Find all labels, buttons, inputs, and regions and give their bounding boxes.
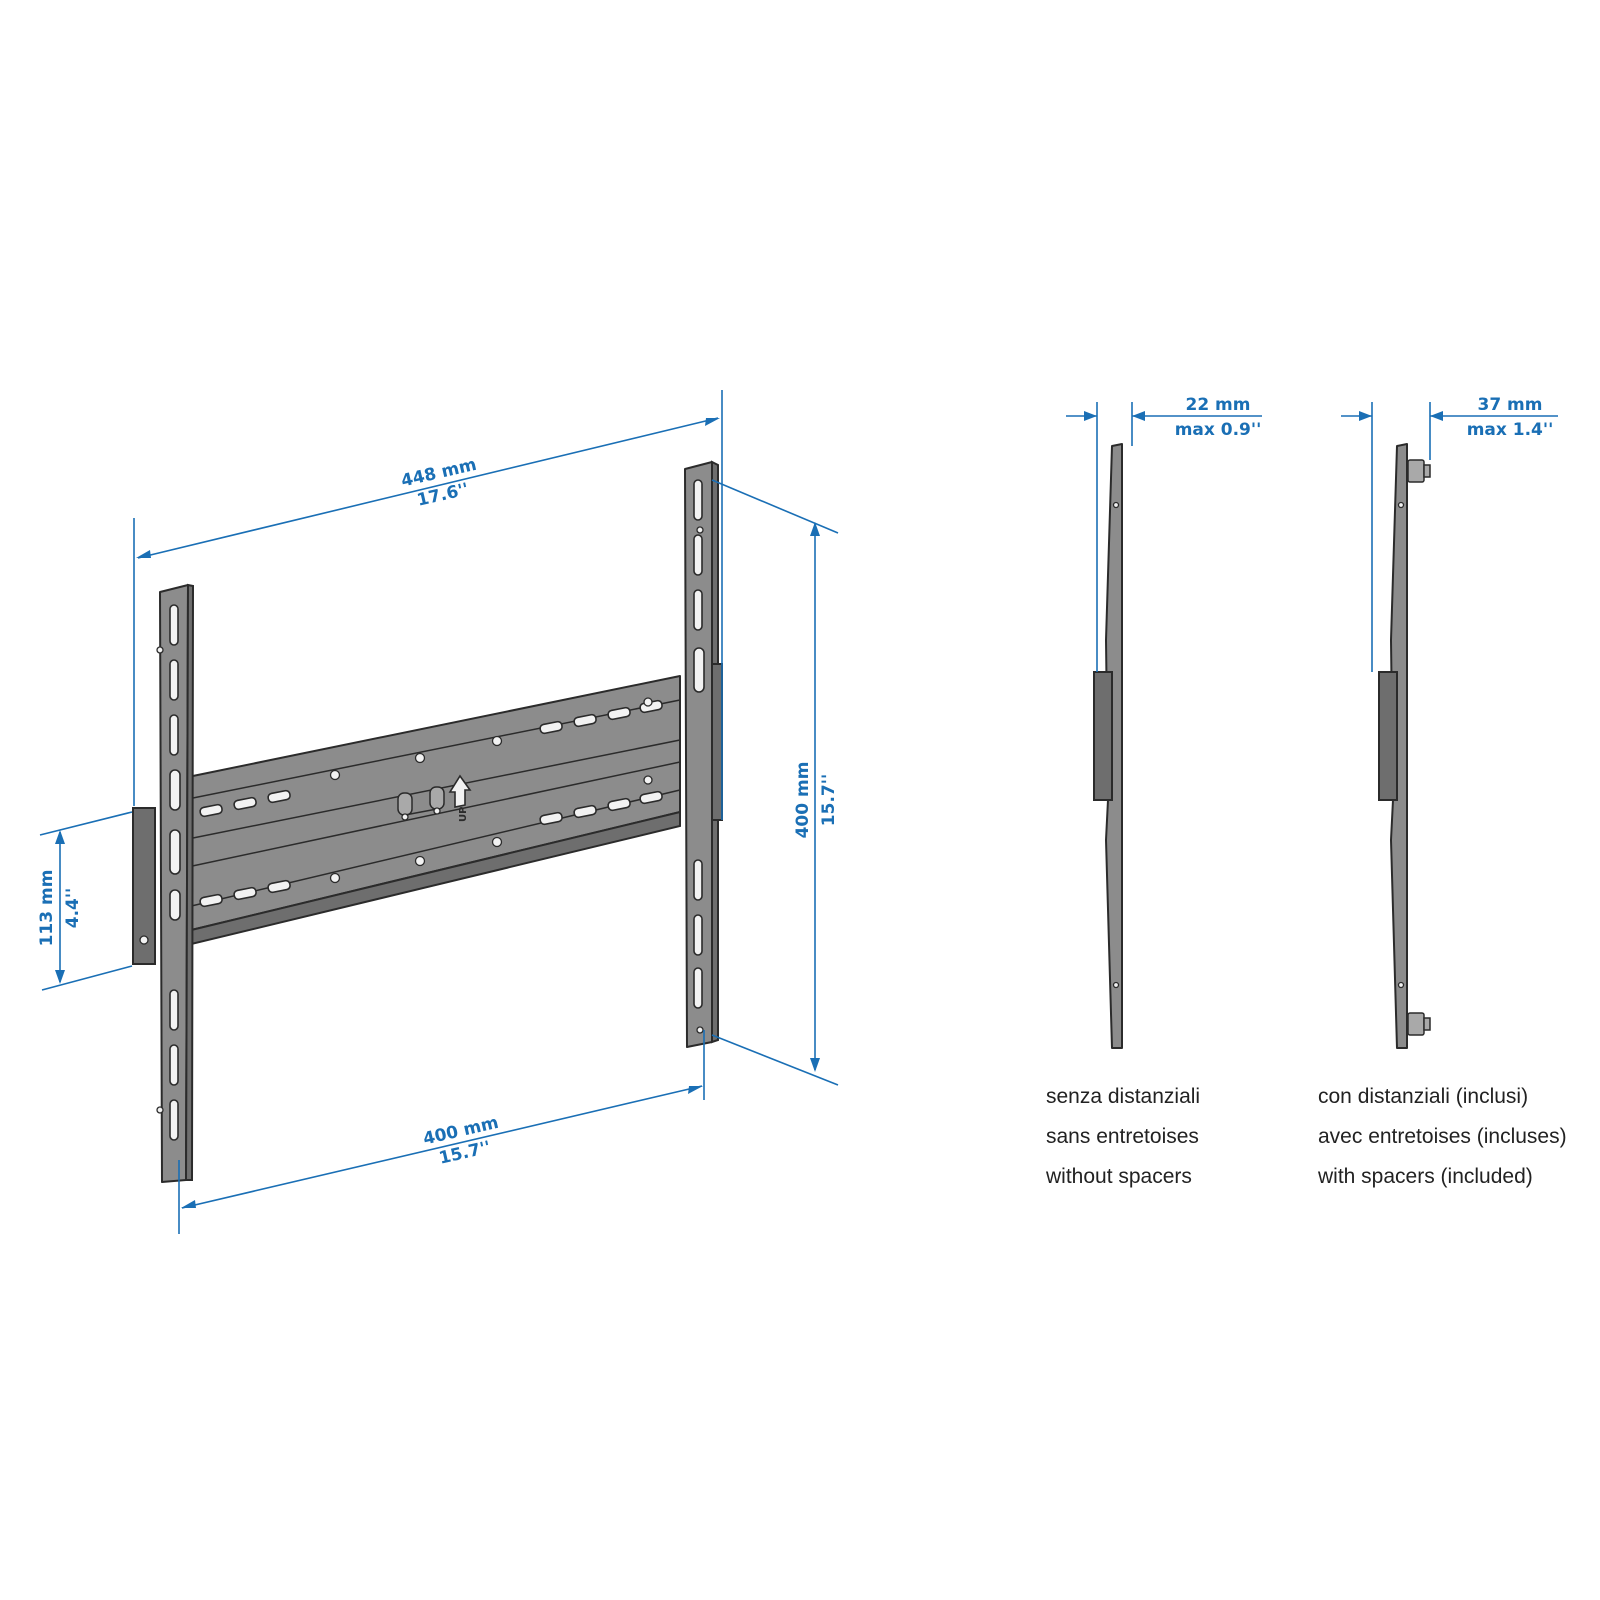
caption-with-fr: avec entretoises (incluses) xyxy=(1318,1125,1567,1148)
caption-without-it: senza distanziali xyxy=(1046,1085,1200,1108)
side-view-with-spacers: 37 mm max 1.4'' con distanziali (inclusi… xyxy=(1317,395,1567,1188)
depth-without-mm: 22 mm xyxy=(1185,395,1250,415)
right-strap xyxy=(684,460,723,1048)
depth-without-inch: max 0.9'' xyxy=(1175,420,1262,440)
depth-with-mm: 37 mm xyxy=(1477,395,1542,415)
left-strap xyxy=(132,583,195,1183)
dim-width-holes: 400 mm 15.7'' xyxy=(178,1030,705,1234)
up-label: UP xyxy=(458,807,469,822)
dim-height-holes: 400 mm 15.7'' xyxy=(711,479,839,1086)
dim-height-holes-inch: 15.7'' xyxy=(819,774,839,826)
dim-height-holes-mm: 400 mm xyxy=(793,762,813,839)
dim-height-bar-mm: 113 mm xyxy=(37,870,57,947)
caption-without-en: without spacers xyxy=(1045,1165,1192,1188)
side-view-without-spacers: 22 mm max 0.9'' senza distanziali sans e… xyxy=(1045,395,1262,1188)
bar-holes xyxy=(329,697,653,884)
cross-bar: UP xyxy=(182,675,681,948)
depth-with-inch: max 1.4'' xyxy=(1467,420,1554,440)
caption-with-en: with spacers (included) xyxy=(1317,1165,1533,1188)
dim-height-bar-inch: 4.4'' xyxy=(63,888,83,929)
bar-slots-lower xyxy=(199,790,663,908)
up-arrow-icon: UP xyxy=(448,774,472,822)
caption-without-fr: sans entretoises xyxy=(1046,1125,1199,1148)
front-view: UP xyxy=(37,390,839,1234)
bar-slots-upper xyxy=(199,699,663,818)
lock-clip-icon xyxy=(397,786,445,821)
dim-height-bar: 113 mm 4.4'' xyxy=(37,811,133,991)
caption-with-it: con distanziali (inclusi) xyxy=(1318,1085,1528,1108)
